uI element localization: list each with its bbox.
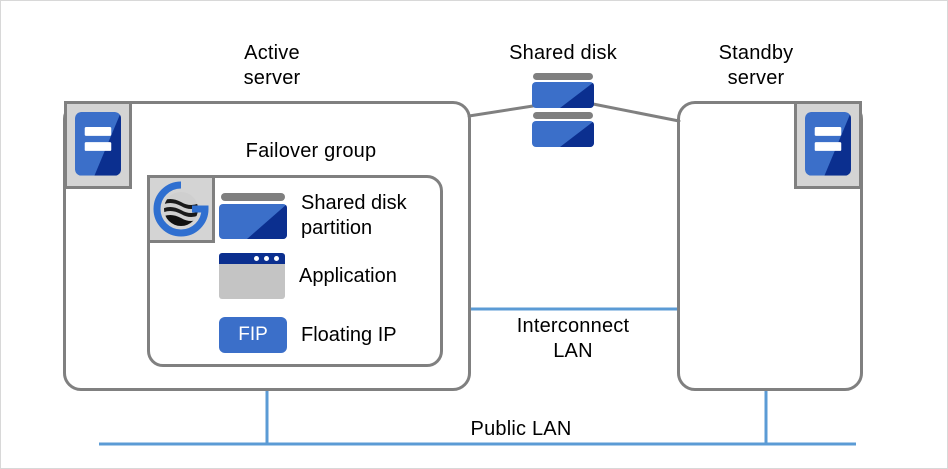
resource-label-shared-disk-partition: Shared disk partition [301,192,407,239]
disk-partition-icon [219,193,287,239]
scsi-link-active [467,104,535,118]
cluster-logo-badge [147,175,215,243]
standby-server-box[interactable] [677,101,863,391]
shared-disk-label: Shared disk [509,42,617,64]
interconnect-lan-label: Interconnect LAN [516,315,630,362]
resource-row-application[interactable]: Application [219,253,397,299]
resource-label-floating-ip: Floating IP [301,323,397,346]
public-lan-label: Public LAN [470,418,572,440]
standby-server-label: Standby server [718,42,794,89]
server-icon [75,112,121,176]
shared-disk-unit2-cap [533,112,593,119]
shared-disk-unit2-body [532,121,594,147]
shared-disk-unit1-cap [533,73,593,80]
application-window-icon [219,253,285,299]
scsi-link-standby [591,102,681,123]
shared-disk-icon[interactable] [532,73,594,147]
active-server-label: Active server [243,42,301,89]
cluster-logo-icon [153,181,209,237]
resource-label-application: Application [299,264,397,287]
active-server-icon-badge [64,101,132,189]
fip-icon: FIP [219,317,287,353]
standby-server-icon-badge [794,101,862,189]
shared-disk-unit1-body [532,82,594,108]
resource-row-shared-disk-partition[interactable]: Shared disk partition [219,191,407,241]
failover-group-box[interactable] [147,175,443,367]
failover-group-label: Failover group [245,140,377,162]
active-server-box[interactable] [63,101,471,391]
server-icon [805,112,851,176]
resource-row-floating-ip[interactable]: FIP Floating IP [219,317,397,353]
